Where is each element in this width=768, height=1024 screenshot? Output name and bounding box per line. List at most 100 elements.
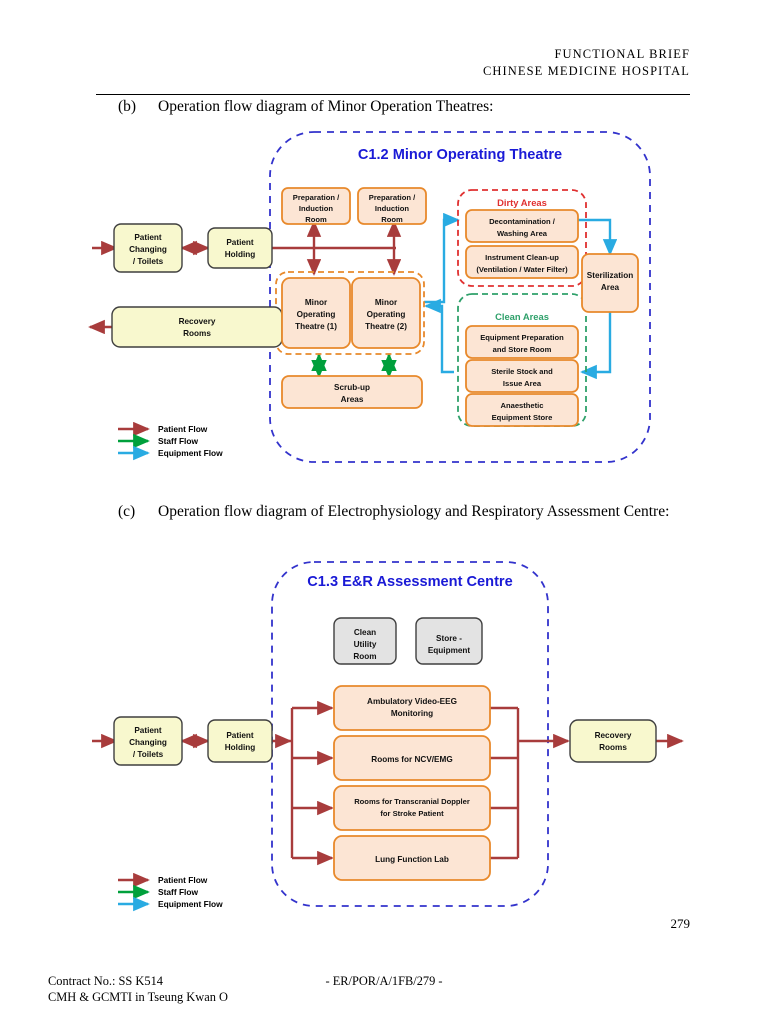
box-minor-operating-theatre-2[interactable]: Minor Operating Theatre (2): [351, 277, 421, 349]
svg-text:Area: Area: [601, 283, 620, 292]
svg-text:Holding: Holding: [225, 743, 255, 752]
svg-text:Preparation /: Preparation /: [293, 193, 340, 202]
page-number: 279: [670, 916, 691, 931]
section-c-text: Operation flow diagram of Electrophysiol…: [158, 503, 670, 520]
diagram-er-assessment-centre: C1.3 E&R Assessment Centre: [86, 556, 686, 916]
box-preparation-induction-1[interactable]: Preparation / Induction Room: [281, 187, 351, 225]
svg-text:(Ventilation / Water Filter): (Ventilation / Water Filter): [476, 265, 568, 274]
box-recovery-rooms[interactable]: Recovery Rooms: [111, 306, 283, 348]
svg-text:Rooms: Rooms: [599, 743, 627, 752]
clean-areas-title: Clean Areas: [495, 311, 549, 322]
box-anaesthetic-equipment-store[interactable]: Anaesthetic Equipment Store: [465, 393, 579, 427]
legend2-equipment-flow-label: Equipment Flow: [158, 899, 223, 909]
svg-text:Induction: Induction: [375, 204, 410, 213]
svg-text:Preparation /: Preparation /: [369, 193, 416, 202]
box-store-equipment[interactable]: Store - Equipment: [415, 617, 483, 665]
svg-text:Clean: Clean: [354, 628, 376, 637]
svg-text:Washing Area: Washing Area: [497, 229, 548, 238]
svg-text:Ambulatory Video-EEG: Ambulatory Video-EEG: [367, 697, 457, 706]
svg-text:Changing: Changing: [129, 245, 167, 254]
section-c: (c) Operation flow diagram of Electrophy…: [118, 503, 686, 521]
dirty-areas-title: Dirty Areas: [497, 197, 547, 208]
box-instrument-cleanup[interactable]: Instrument Clean-up (Ventilation / Water…: [465, 245, 579, 279]
svg-text:Anaesthetic: Anaesthetic: [500, 401, 543, 410]
svg-text:Scrub-up: Scrub-up: [334, 383, 370, 392]
box-patient-holding-2[interactable]: Patient Holding: [207, 719, 273, 763]
box-scrub-up-areas[interactable]: Scrub-up Areas: [281, 375, 423, 409]
svg-text:Patient: Patient: [226, 238, 254, 247]
svg-text:and Store Room: and Store Room: [493, 345, 552, 354]
box-patient-changing[interactable]: Patient Changing / Toilets: [113, 223, 183, 273]
svg-text:Rooms for NCV/EMG: Rooms for NCV/EMG: [371, 755, 452, 764]
svg-text:Utility: Utility: [354, 640, 377, 649]
svg-text:Changing: Changing: [129, 738, 167, 747]
svg-text:Theatre (2): Theatre (2): [365, 322, 407, 331]
clean-areas-group: [457, 293, 587, 427]
legend2-patient-flow-label: Patient Flow: [158, 875, 208, 885]
diagram2-boundary: [271, 561, 549, 907]
box-rooms-ncv-emg[interactable]: Rooms for NCV/EMG: [333, 735, 491, 781]
svg-text:/ Toilets: / Toilets: [133, 257, 164, 266]
svg-text:Minor: Minor: [305, 298, 328, 307]
svg-text:Patient: Patient: [226, 731, 254, 740]
svg-text:Store -: Store -: [436, 634, 462, 643]
box-recovery-rooms-2[interactable]: Recovery Rooms: [569, 719, 657, 763]
section-b-text: Operation flow diagram of Minor Operatio…: [158, 98, 494, 115]
document-header: FUNCTIONAL BRIEF CHINESE MEDICINE HOSPIT…: [483, 46, 690, 80]
svg-text:/ Toilets: / Toilets: [133, 750, 164, 759]
svg-text:Monitoring: Monitoring: [391, 709, 433, 718]
svg-text:Minor: Minor: [375, 298, 398, 307]
svg-text:Recovery: Recovery: [179, 317, 216, 326]
box-patient-changing-2[interactable]: Patient Changing / Toilets: [113, 716, 183, 766]
diagram1-legend: Patient Flow Staff Flow Equipment Flow: [118, 421, 223, 461]
svg-text:Room: Room: [305, 215, 327, 224]
svg-text:Sterile Stock and: Sterile Stock and: [491, 367, 553, 376]
footer-contract-line-2: CMH & GCMTI in Tseung Kwan O: [48, 989, 228, 1004]
box-minor-operating-theatre-1[interactable]: Minor Operating Theatre (1): [281, 277, 351, 349]
svg-text:Operating: Operating: [297, 310, 336, 319]
legend-equipment-flow-label: Equipment Flow: [158, 448, 223, 458]
svg-text:Recovery: Recovery: [595, 731, 632, 740]
svg-text:Rooms for Transcranial Doppler: Rooms for Transcranial Doppler: [354, 797, 470, 806]
svg-text:Instrument Clean-up: Instrument Clean-up: [485, 253, 559, 262]
box-ambulatory-video-eeg[interactable]: Ambulatory Video-EEG Monitoring: [333, 685, 491, 731]
svg-text:Patient: Patient: [134, 233, 162, 242]
box-clean-utility-room[interactable]: Clean Utility Room: [333, 617, 397, 665]
svg-text:Rooms: Rooms: [183, 329, 211, 338]
section-c-label: (c): [118, 503, 136, 520]
box-sterile-stock-issue[interactable]: Sterile Stock and Issue Area: [465, 359, 579, 393]
diagram1-boundary: [269, 131, 651, 463]
svg-text:Equipment Preparation: Equipment Preparation: [480, 333, 564, 342]
diagram1-title: C1.2 Minor Operating Theatre: [358, 147, 562, 163]
svg-text:Sterilization: Sterilization: [587, 271, 633, 280]
svg-text:Patient: Patient: [134, 726, 162, 735]
diagram2-legend: Patient Flow Staff Flow Equipment Flow: [118, 872, 223, 912]
footer-contract: Contract No.: SS K514 CMH & GCMTI in Tse…: [48, 974, 228, 1006]
box-decontamination-washing-area[interactable]: Decontamination / Washing Area: [465, 209, 579, 243]
box-patient-holding[interactable]: Patient Holding: [207, 227, 273, 269]
header-rule: [96, 94, 690, 95]
svg-text:Holding: Holding: [225, 250, 255, 259]
box-equipment-preparation-store[interactable]: Equipment Preparation and Store Room: [465, 325, 579, 359]
box-sterilization-area[interactable]: Sterilization Area: [581, 253, 639, 313]
svg-text:Areas: Areas: [341, 395, 364, 404]
svg-text:Induction: Induction: [299, 204, 334, 213]
svg-text:Equipment: Equipment: [428, 646, 471, 655]
box-lung-function-lab[interactable]: Lung Function Lab: [333, 835, 491, 881]
legend-staff-flow-label: Staff Flow: [158, 436, 198, 446]
footer-center-reference: - ER/POR/A/1FB/279 -: [325, 974, 443, 988]
header-line-1: FUNCTIONAL BRIEF: [554, 47, 690, 61]
svg-text:Operating: Operating: [367, 310, 406, 319]
box-rooms-transcranial-doppler[interactable]: Rooms for Transcranial Doppler for Strok…: [333, 785, 491, 831]
header-line-2: CHINESE MEDICINE HOSPITAL: [482, 63, 690, 78]
svg-text:Lung Function Lab: Lung Function Lab: [375, 855, 449, 864]
svg-text:Room: Room: [353, 652, 376, 661]
svg-text:Issue Area: Issue Area: [503, 379, 542, 388]
footer-contract-line-1: Contract No.: SS K514: [48, 974, 163, 988]
diagram-minor-operating-theatre: C1.2 Minor Operating Theatre: [86, 126, 686, 476]
diagram2-title: C1.3 E&R Assessment Centre: [307, 574, 512, 590]
svg-text:Theatre (1): Theatre (1): [295, 322, 337, 331]
box-preparation-induction-2[interactable]: Preparation / Induction Room: [357, 187, 427, 225]
svg-text:Equipment Store: Equipment Store: [492, 413, 553, 422]
